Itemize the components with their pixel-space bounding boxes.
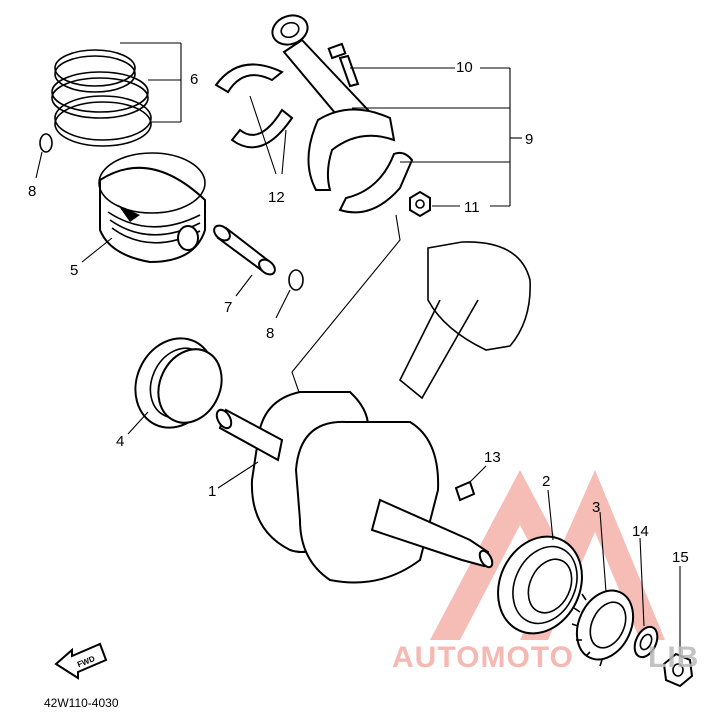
callout-13: 13 xyxy=(484,449,501,466)
piston-pin-clip-left xyxy=(35,133,53,179)
piston xyxy=(81,152,206,264)
primary-drive-gear xyxy=(571,511,635,667)
callout-3: 3 xyxy=(592,499,600,516)
callout-8-right: 8 xyxy=(266,325,274,342)
washer xyxy=(633,537,659,659)
callout-14: 14 xyxy=(632,523,649,540)
callout-10: 10 xyxy=(456,59,473,76)
big-end-bearings xyxy=(214,63,294,175)
woodruff-key xyxy=(454,465,487,502)
fwd-arrow: FWD xyxy=(54,642,108,680)
callout-12: 12 xyxy=(268,189,285,206)
callout-5: 5 xyxy=(70,262,78,279)
callout-1: 1 xyxy=(208,483,216,500)
watermark-suffix: LIB xyxy=(648,641,699,674)
connecting-rod xyxy=(271,14,522,214)
piston-pin-clip-right xyxy=(275,269,304,319)
connecting-rod-bolt xyxy=(327,42,510,88)
main-bearing-left xyxy=(127,337,223,435)
crankshaft xyxy=(215,241,531,584)
part-code: 42W110-4030 xyxy=(44,696,119,710)
callout-4: 4 xyxy=(116,433,124,450)
crankshaft-nut xyxy=(662,566,694,688)
watermark-text: AUTOMOTO xyxy=(392,641,574,674)
callout-8-left: 8 xyxy=(28,183,36,200)
callout-11: 11 xyxy=(464,199,480,216)
callout-7: 7 xyxy=(224,299,232,316)
callout-2: 2 xyxy=(542,473,550,490)
connecting-rod-nut xyxy=(409,190,510,218)
callout-9: 9 xyxy=(525,131,533,148)
piston-pin xyxy=(213,224,276,297)
callout-6: 6 xyxy=(190,71,198,88)
piston-rings xyxy=(51,42,182,147)
main-bearing-right xyxy=(497,489,583,635)
callout-15: 15 xyxy=(672,549,689,566)
